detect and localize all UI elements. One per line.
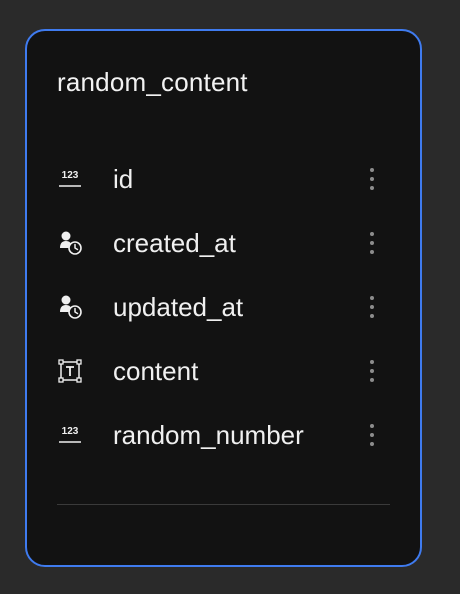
field-menu-button[interactable] — [360, 226, 384, 260]
field-name: random_number — [113, 420, 304, 450]
field-row-created-at[interactable]: created_at — [27, 218, 420, 282]
field-name: created_at — [113, 228, 236, 258]
field-row-content[interactable]: content — [27, 346, 420, 410]
field-menu-button[interactable] — [360, 290, 384, 324]
svg-text:123: 123 — [62, 170, 79, 181]
field-row-random-number[interactable]: 123 random_number — [27, 410, 420, 474]
field-name: content — [113, 356, 199, 386]
divider — [57, 504, 390, 505]
field-row-updated-at[interactable]: updated_at — [27, 282, 420, 346]
field-row-id[interactable]: 123 id — [27, 154, 420, 218]
number-type-icon: 123 — [59, 170, 81, 187]
field-name: updated_at — [113, 292, 244, 322]
field-list: 123 id created_at updated_at — [27, 154, 420, 474]
table-title: random_content — [57, 67, 248, 97]
field-menu-button[interactable] — [360, 418, 384, 452]
number-type-icon: 123 — [59, 426, 81, 443]
created-timestamp-icon — [60, 231, 82, 255]
field-menu-button[interactable] — [360, 354, 384, 388]
svg-text:123: 123 — [62, 426, 79, 437]
field-name: id — [113, 164, 134, 194]
updated-timestamp-icon — [60, 295, 82, 319]
text-type-icon — [58, 359, 82, 383]
field-menu-button[interactable] — [360, 162, 384, 196]
table-card[interactable]: random_content 123 id created_at — [25, 29, 422, 567]
